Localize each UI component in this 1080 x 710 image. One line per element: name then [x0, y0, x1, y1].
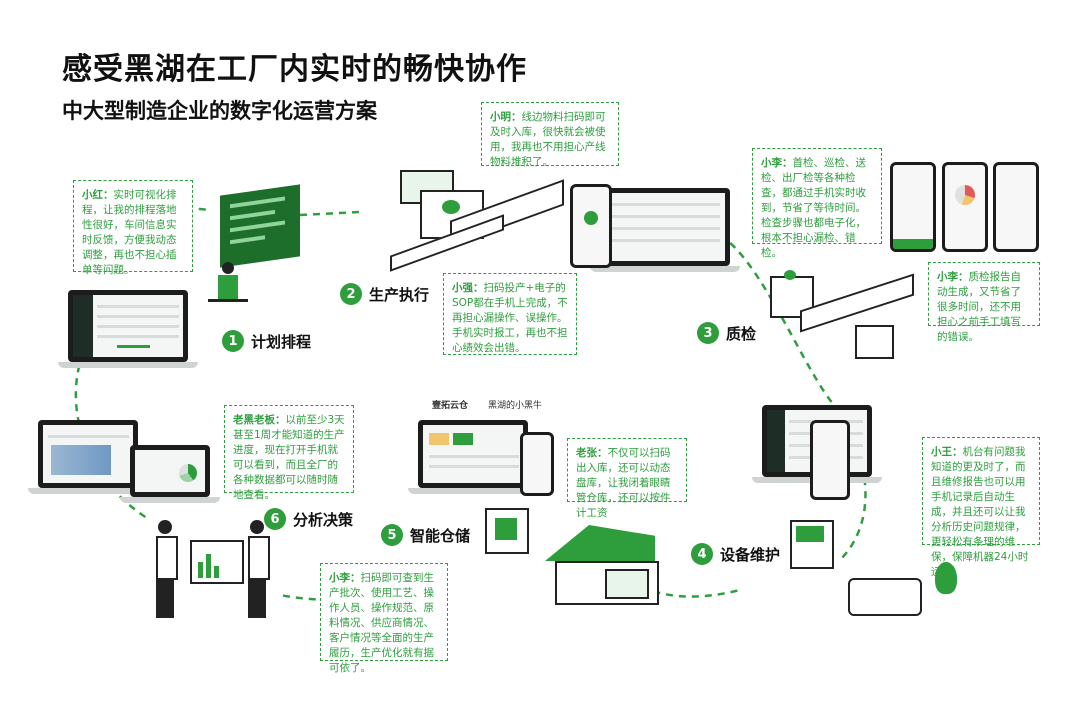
page-title: 感受黑湖在工厂内实时的畅快协作: [62, 52, 527, 87]
bubble-xiaowang: 小王：机台有问题我知道的更及时了，而且维修报告也可以用手机记录后自动生成，并且还…: [922, 437, 1040, 578]
step-5: 5 智能仓储: [381, 524, 470, 546]
qc-boxes-illustration: [855, 325, 894, 359]
analysts-illustration: [150, 520, 280, 630]
step-label: 设备维护: [720, 545, 781, 564]
step-label: 分析决策: [293, 510, 354, 529]
bubble-text: 以前至少3天甚至1周才能知道的生产进度，现在打开手机就可以看到，而且全厂的各种数…: [233, 414, 345, 501]
phone-equipment: [810, 420, 850, 500]
bubble-xiaoli-report: 小李：质检报告自动生成，又节省了很多时间，还不用担心之前手工填写的错误。: [928, 262, 1040, 343]
speaker-name: 老张：: [576, 447, 608, 459]
step-number: 3: [697, 322, 719, 344]
laptop-warehouse: [408, 420, 538, 494]
step-label: 计划排程: [251, 332, 312, 351]
tablet-analysis: [120, 445, 220, 503]
production-line-illustration: [370, 160, 564, 272]
step-6: 6 分析决策: [264, 508, 353, 530]
speaker-name: 小红：: [82, 189, 114, 201]
van-illustration: [848, 578, 922, 616]
warehouse-illustration: [545, 525, 665, 605]
speaker-name: 小李：: [761, 157, 793, 169]
planner-person-illustration: [208, 262, 248, 314]
phone-qc-1: [890, 162, 936, 252]
step-number: 5: [381, 524, 403, 546]
speaker-name: 小王：: [931, 446, 963, 458]
step-3: 3 质检: [697, 322, 756, 344]
step-label: 质检: [726, 324, 757, 343]
bubble-text: 不仅可以扫码出入库，还可以动态盘库，让我闭着眼睛管仓库，还可以按件计工资: [576, 447, 671, 519]
bubble-text: 首检、巡检、送检、出厂检等各种检查，都通过手机实时收到，节省了等待时间。检查步骤…: [761, 157, 866, 259]
bubble-xiaoqiang: 小强：扫码投产+电子的SOP都在手机上完成，不再担心漏操作、误操作。手机实时报工…: [443, 273, 577, 355]
bubble-text: 扫码投产+电子的SOP都在手机上完成，不再担心漏操作、误操作。手机实时报工，再也…: [452, 282, 568, 354]
step-2: 2 生产执行: [340, 283, 429, 305]
phone-qc-2: [942, 162, 988, 252]
laptop-production: [590, 188, 740, 272]
phone-qc-3: [993, 162, 1039, 252]
bubble-xiaohong: 小红：实时可视化排程，让我的排程落地性很好，车间信息实时反馈，方便我动态调整，再…: [73, 180, 193, 276]
bubble-text: 实时可视化排程，让我的排程落地性很好，车间信息实时反馈，方便我动态调整，再也不担…: [82, 189, 177, 276]
bubble-xiaoli-trace: 小李：扫码即可查到生产批次、使用工艺、操作人员、操作规范、原料情况、供应商情况、…: [320, 563, 448, 674]
step-number: 2: [340, 283, 362, 305]
tree-illustration: [935, 562, 957, 594]
planning-board-illustration: [220, 184, 300, 268]
bubble-laohei: 老黑老板：以前至少3天甚至1周才能知道的生产进度，现在打开手机就可以看到，而且全…: [224, 405, 354, 501]
laptop-planning: [58, 290, 198, 368]
step-1: 1 计划排程: [222, 330, 311, 352]
bubble-xiaoming: 小明：线边物料扫码即可及时入库，很快就会被使用，我再也不用担心产线物料堆积了。: [481, 102, 619, 168]
speaker-name: 老黑老板：: [233, 414, 286, 426]
speaker-name: 小强：: [452, 282, 484, 294]
step-label: 生产执行: [369, 285, 430, 304]
qr-code-icon: [485, 508, 529, 554]
bubble-laozhang: 老张：不仅可以扫码出入库，还可以动态盘库，让我闭着眼睛管仓库，还可以按件计工资: [567, 438, 687, 519]
speaker-name: 小李：: [329, 572, 361, 584]
brand-logo-b: 黑湖的小黑牛: [488, 401, 543, 411]
step-4: 4 设备维护: [691, 543, 780, 565]
brand-logo-a: 壹拓云仓: [432, 401, 469, 411]
bubble-xiaoli-qc: 小李：首检、巡检、送检、出厂检等各种检查，都通过手机实时收到，节省了等待时间。检…: [752, 148, 882, 259]
speaker-name: 小李：: [937, 271, 969, 283]
step-number: 1: [222, 330, 244, 352]
bubble-text: 扫码即可查到生产批次、使用工艺、操作人员、操作规范、原料情况、供应商情况、客户情…: [329, 572, 434, 674]
speaker-name: 小明：: [490, 111, 522, 123]
qc-line-illustration: [760, 262, 914, 342]
bubble-text: 质检报告自动生成，又节省了很多时间，还不用担心之前手工填写的错误。: [937, 271, 1021, 343]
bubble-text: 机台有问题我知道的更及时了，而且维修报告也可以用手机记录后自动生成，并且还可以让…: [931, 446, 1029, 578]
bubble-text: 线边物料扫码即可及时入库，很快就会被使用，我再也不用担心产线物料堆积了。: [490, 111, 606, 168]
machine-illustration: [790, 520, 834, 569]
page-subtitle: 中大型制造企业的数字化运营方案: [62, 99, 377, 123]
laptop-analysis: [28, 420, 148, 494]
step-number: 4: [691, 543, 713, 565]
step-label: 智能仓储: [410, 526, 471, 545]
phone-warehouse: [520, 432, 554, 496]
step-number: 6: [264, 508, 286, 530]
phone-production: [570, 184, 612, 268]
